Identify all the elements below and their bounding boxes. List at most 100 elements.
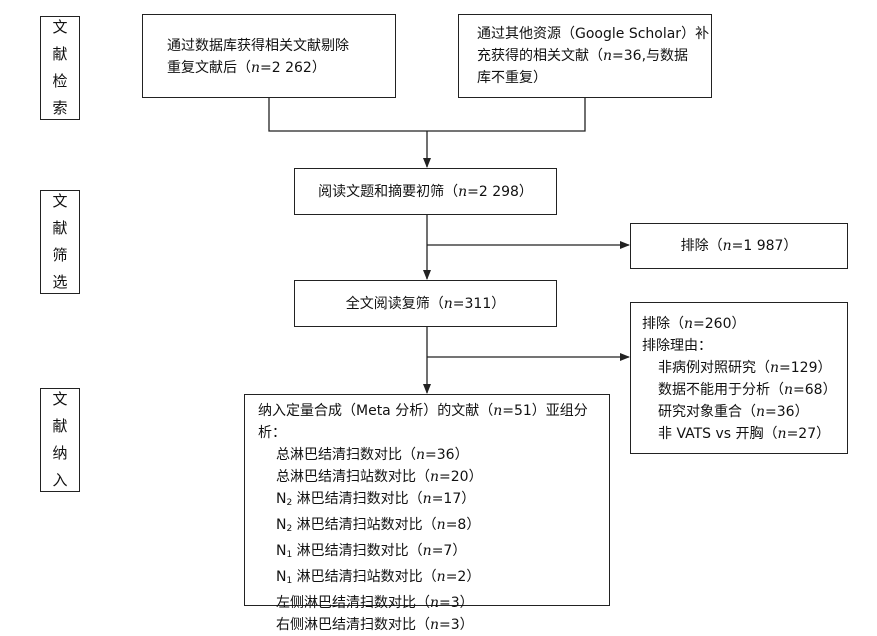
text: =1 987） [731, 238, 798, 254]
exclude-reason: 非病例对照研究（n=129） [658, 357, 847, 379]
text: 总淋巴结清扫站数对比（ [276, 469, 430, 485]
text: 纳入定量合成（Meta 分析）的文献（ [258, 403, 494, 419]
stage-char: 索 [52, 99, 68, 117]
n-symbol: n [756, 404, 766, 420]
text: 总淋巴结清扫数对比（ [276, 447, 416, 463]
included-studies-box: 纳入定量合成（Meta 分析）的文献（n=51）亚组分析： 总淋巴结清扫数对比（… [244, 394, 610, 633]
stage-char: 文 [52, 192, 68, 210]
n-symbol: n [770, 360, 780, 376]
text: =3） [439, 595, 474, 611]
stage-char: 入 [52, 471, 68, 489]
text: 淋巴结清扫数对比（ [292, 543, 423, 559]
text: 充获得的相关文献（ [477, 48, 603, 64]
exclusion-box-2: 排除（n=260） 排除理由： 非病例对照研究（n=129） 数据不能用于分析（… [630, 302, 848, 454]
subgroup-item: 总淋巴结清扫数对比（n=36） [276, 444, 609, 466]
other-sources-box: 通过其他资源（Google Scholar）补 充获得的相关文献（n=36,与数… [458, 14, 712, 98]
text: 右侧淋巴结清扫数对比（ [276, 617, 430, 633]
text: =27） [786, 426, 831, 442]
other-line-3: 库不重复） [477, 70, 547, 86]
text: 阅读文题和摘要初筛（ [318, 183, 459, 200]
text: 研究对象重合（ [658, 404, 756, 420]
stage-label-screen: 文 献 筛 选 [40, 190, 80, 294]
text: 排除（ [680, 238, 723, 254]
text: =7） [431, 543, 467, 559]
other-line-1: 通过其他资源（Google Scholar）补 [477, 26, 710, 42]
subscript: 2 [286, 498, 293, 508]
n-stage-symbol: N [276, 491, 287, 507]
text: 淋巴结清扫站数对比（ [292, 517, 437, 533]
n-symbol: n [443, 295, 453, 312]
subgroup-item: N1 淋巴结清扫站数对比（n=2） [276, 566, 609, 592]
n-stage-symbol: N [276, 543, 287, 559]
other-line-2: 充获得的相关文献（n=36,与数据 [477, 45, 711, 67]
exclusion-box-1: 排除（n=1 987） [630, 223, 848, 269]
text: =36,与数据 [612, 48, 689, 64]
included-total: 纳入定量合成（Meta 分析）的文献（n=51）亚组分析： [258, 400, 609, 444]
stage-char: 献 [52, 45, 68, 63]
stage-label-include: 文 献 纳 入 [40, 388, 80, 492]
subgroup-item: 总淋巴结清扫站数对比（n=20） [276, 466, 609, 488]
exclude-reason: 非 VATS vs 开胸（n=27） [658, 423, 847, 445]
text: 淋巴结清扫数对比（ [292, 491, 423, 507]
subscript: 2 [286, 524, 293, 534]
exclude-reason: 数据不能用于分析（n=68） [658, 379, 847, 401]
text: =311） [452, 295, 506, 312]
exclude-reason: 研究对象重合（n=36） [658, 401, 847, 423]
subgroup-item: 右侧淋巴结清扫数对比（n=3） [276, 614, 609, 636]
stage-char: 选 [52, 273, 68, 291]
text: =8） [445, 517, 481, 533]
text: 左侧淋巴结清扫数对比（ [276, 595, 430, 611]
text: 重复文献后（ [167, 60, 251, 76]
stage-char: 文 [52, 390, 68, 408]
n-symbol: n [430, 469, 440, 485]
text: =129） [779, 360, 832, 376]
text: =51）亚组分析： [258, 403, 588, 441]
text: =3） [439, 617, 474, 633]
n-symbol: n [436, 569, 446, 585]
subgroup-item: N1 淋巴结清扫数对比（n=7） [276, 540, 609, 566]
n-symbol: n [422, 543, 432, 559]
stage-char: 文 [52, 18, 68, 36]
n-symbol: n [722, 238, 732, 254]
text: 数据不能用于分析（ [658, 382, 784, 398]
subscript: 1 [286, 550, 293, 560]
stage-char: 筛 [52, 246, 68, 264]
text: =2） [445, 569, 481, 585]
n-symbol: n [422, 491, 432, 507]
n-symbol: n [458, 183, 468, 200]
n-symbol: n [603, 48, 613, 64]
subgroup-item: N2 淋巴结清扫数对比（n=17） [276, 488, 609, 514]
exclude-2-reasons-title: 排除理由： [642, 338, 712, 354]
exclude-2-total: 排除（n=260） [642, 313, 847, 335]
database-line-1: 通过数据库获得相关文献剔除 [167, 38, 349, 54]
n-symbol: n [436, 517, 446, 533]
text: 排除（ [642, 316, 684, 332]
text: =36） [425, 447, 469, 463]
n-symbol: n [777, 426, 787, 442]
n-symbol: n [430, 595, 440, 611]
n-symbol: n [784, 382, 794, 398]
n-symbol: n [416, 447, 426, 463]
text: =68） [793, 382, 837, 398]
n-symbol: n [430, 617, 440, 633]
n-symbol: n [684, 316, 694, 332]
flow-connectors [268, 97, 630, 394]
database-records-box: 通过数据库获得相关文献剔除 重复文献后（n=2 262） [142, 14, 396, 98]
fulltext-screen-box: 全文阅读复筛（n=311） [294, 280, 557, 327]
text: =260） [693, 316, 746, 332]
text: 淋巴结清扫站数对比（ [292, 569, 437, 585]
text: =2 298） [467, 183, 533, 200]
subgroup-item: N2 淋巴结清扫站数对比（n=8） [276, 514, 609, 540]
subgroup-item: 左侧淋巴结清扫数对比（n=3） [276, 592, 609, 614]
text: =17） [431, 491, 476, 507]
stage-char: 献 [52, 417, 68, 435]
text: 全文阅读复筛（ [345, 295, 444, 312]
text: =20） [439, 469, 483, 485]
exclude-2-reason-list: 非病例对照研究（n=129） 数据不能用于分析（n=68） 研究对象重合（n=3… [642, 357, 847, 445]
stage-label-search: 文 献 检 索 [40, 16, 80, 120]
text: =2 262） [260, 60, 326, 76]
stage-char: 献 [52, 219, 68, 237]
stage-char: 检 [52, 72, 68, 90]
title-abstract-screen-box: 阅读文题和摘要初筛（n=2 298） [294, 168, 557, 215]
n-stage-symbol: N [276, 517, 287, 533]
